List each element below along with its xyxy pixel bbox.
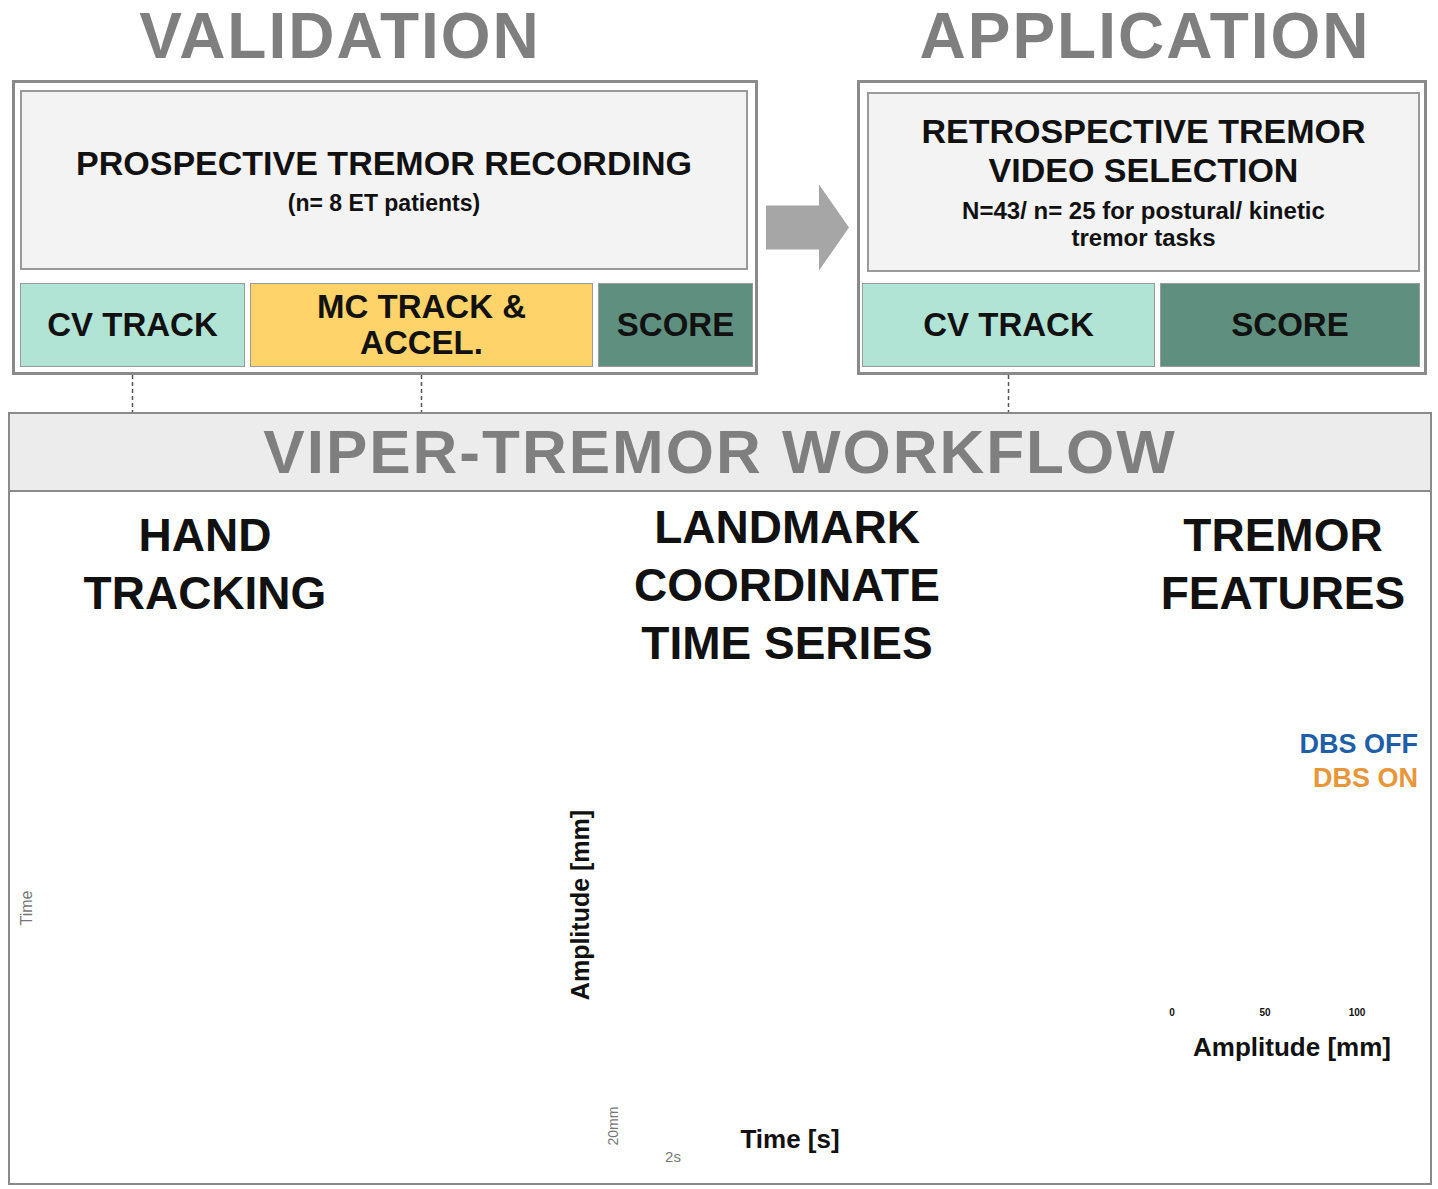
legend-text: DBS OFF — [1300, 729, 1419, 759]
axis-label: Time — [17, 891, 36, 926]
stage-title: VALIDATION — [139, 4, 541, 68]
process-box: PROSPECTIVE TREMOR RECORDING (n= 8 ET pat… — [20, 90, 748, 270]
track-box: CV TRACK — [20, 283, 245, 367]
box-text: PROSPECTIVE TREMOR RECORDING — [76, 143, 692, 184]
axis-label: Amplitude [mm] — [565, 810, 595, 1000]
block-arrow — [766, 185, 849, 271]
box-text: RETROSPECTIVE TREMOR VIDEO SELECTION — [877, 112, 1410, 190]
column-heading: HAND TRACKING — [40, 506, 370, 622]
legend-text: DBS ON — [1313, 763, 1418, 793]
stage-title: APPLICATION — [919, 4, 1370, 68]
track-box: CV TRACK — [862, 283, 1155, 367]
scale-label: 2s — [653, 1148, 693, 1166]
stage-panel: APPLICATIONRETROSPECTIVE TREMOR VIDEO SE… — [857, 80, 1427, 375]
tick-label: 0 — [1157, 1007, 1187, 1019]
scale-label: 20mm — [605, 1107, 622, 1146]
legend-swatch: DBS OFF — [1300, 728, 1419, 760]
axis-label: Time [s] — [715, 1124, 865, 1155]
column-heading: TREMOR FEATURES — [1128, 506, 1438, 622]
box-text: SCORE — [617, 305, 734, 345]
title-band: VIPER-TREMOR WORKFLOW — [10, 414, 1430, 492]
workflow-title: VIPER-TREMOR WORKFLOW — [263, 417, 1176, 487]
score-box: SCORE — [598, 283, 753, 367]
column-heading: LANDMARK COORDINATE TIME SERIES — [592, 498, 982, 672]
box-subtext: (n= 8 ET patients) — [288, 190, 480, 218]
axis-label: Amplitude [mm] — [1157, 1032, 1427, 1063]
tick-label: 50 — [1250, 1007, 1280, 1019]
stage-panel: VALIDATIONPROSPECTIVE TREMOR RECORDING(n… — [12, 80, 758, 375]
box-subtext: N=43/ n= 25 for postural/ kinetic tremor… — [944, 197, 1344, 252]
track-box: MC TRACK & ACCEL. — [250, 283, 593, 367]
process-box: RETROSPECTIVE TREMOR VIDEO SELECTION N=43… — [867, 92, 1420, 272]
box-text: SCORE — [1231, 305, 1348, 345]
box-text: CV TRACK — [923, 305, 1094, 345]
score-box: SCORE — [1160, 283, 1420, 367]
box-text: MC TRACK & ACCEL. — [259, 289, 584, 362]
legend-swatch: DBS ON — [1313, 762, 1418, 794]
tick-label: 100 — [1339, 1007, 1375, 1019]
box-text: CV TRACK — [47, 305, 218, 345]
